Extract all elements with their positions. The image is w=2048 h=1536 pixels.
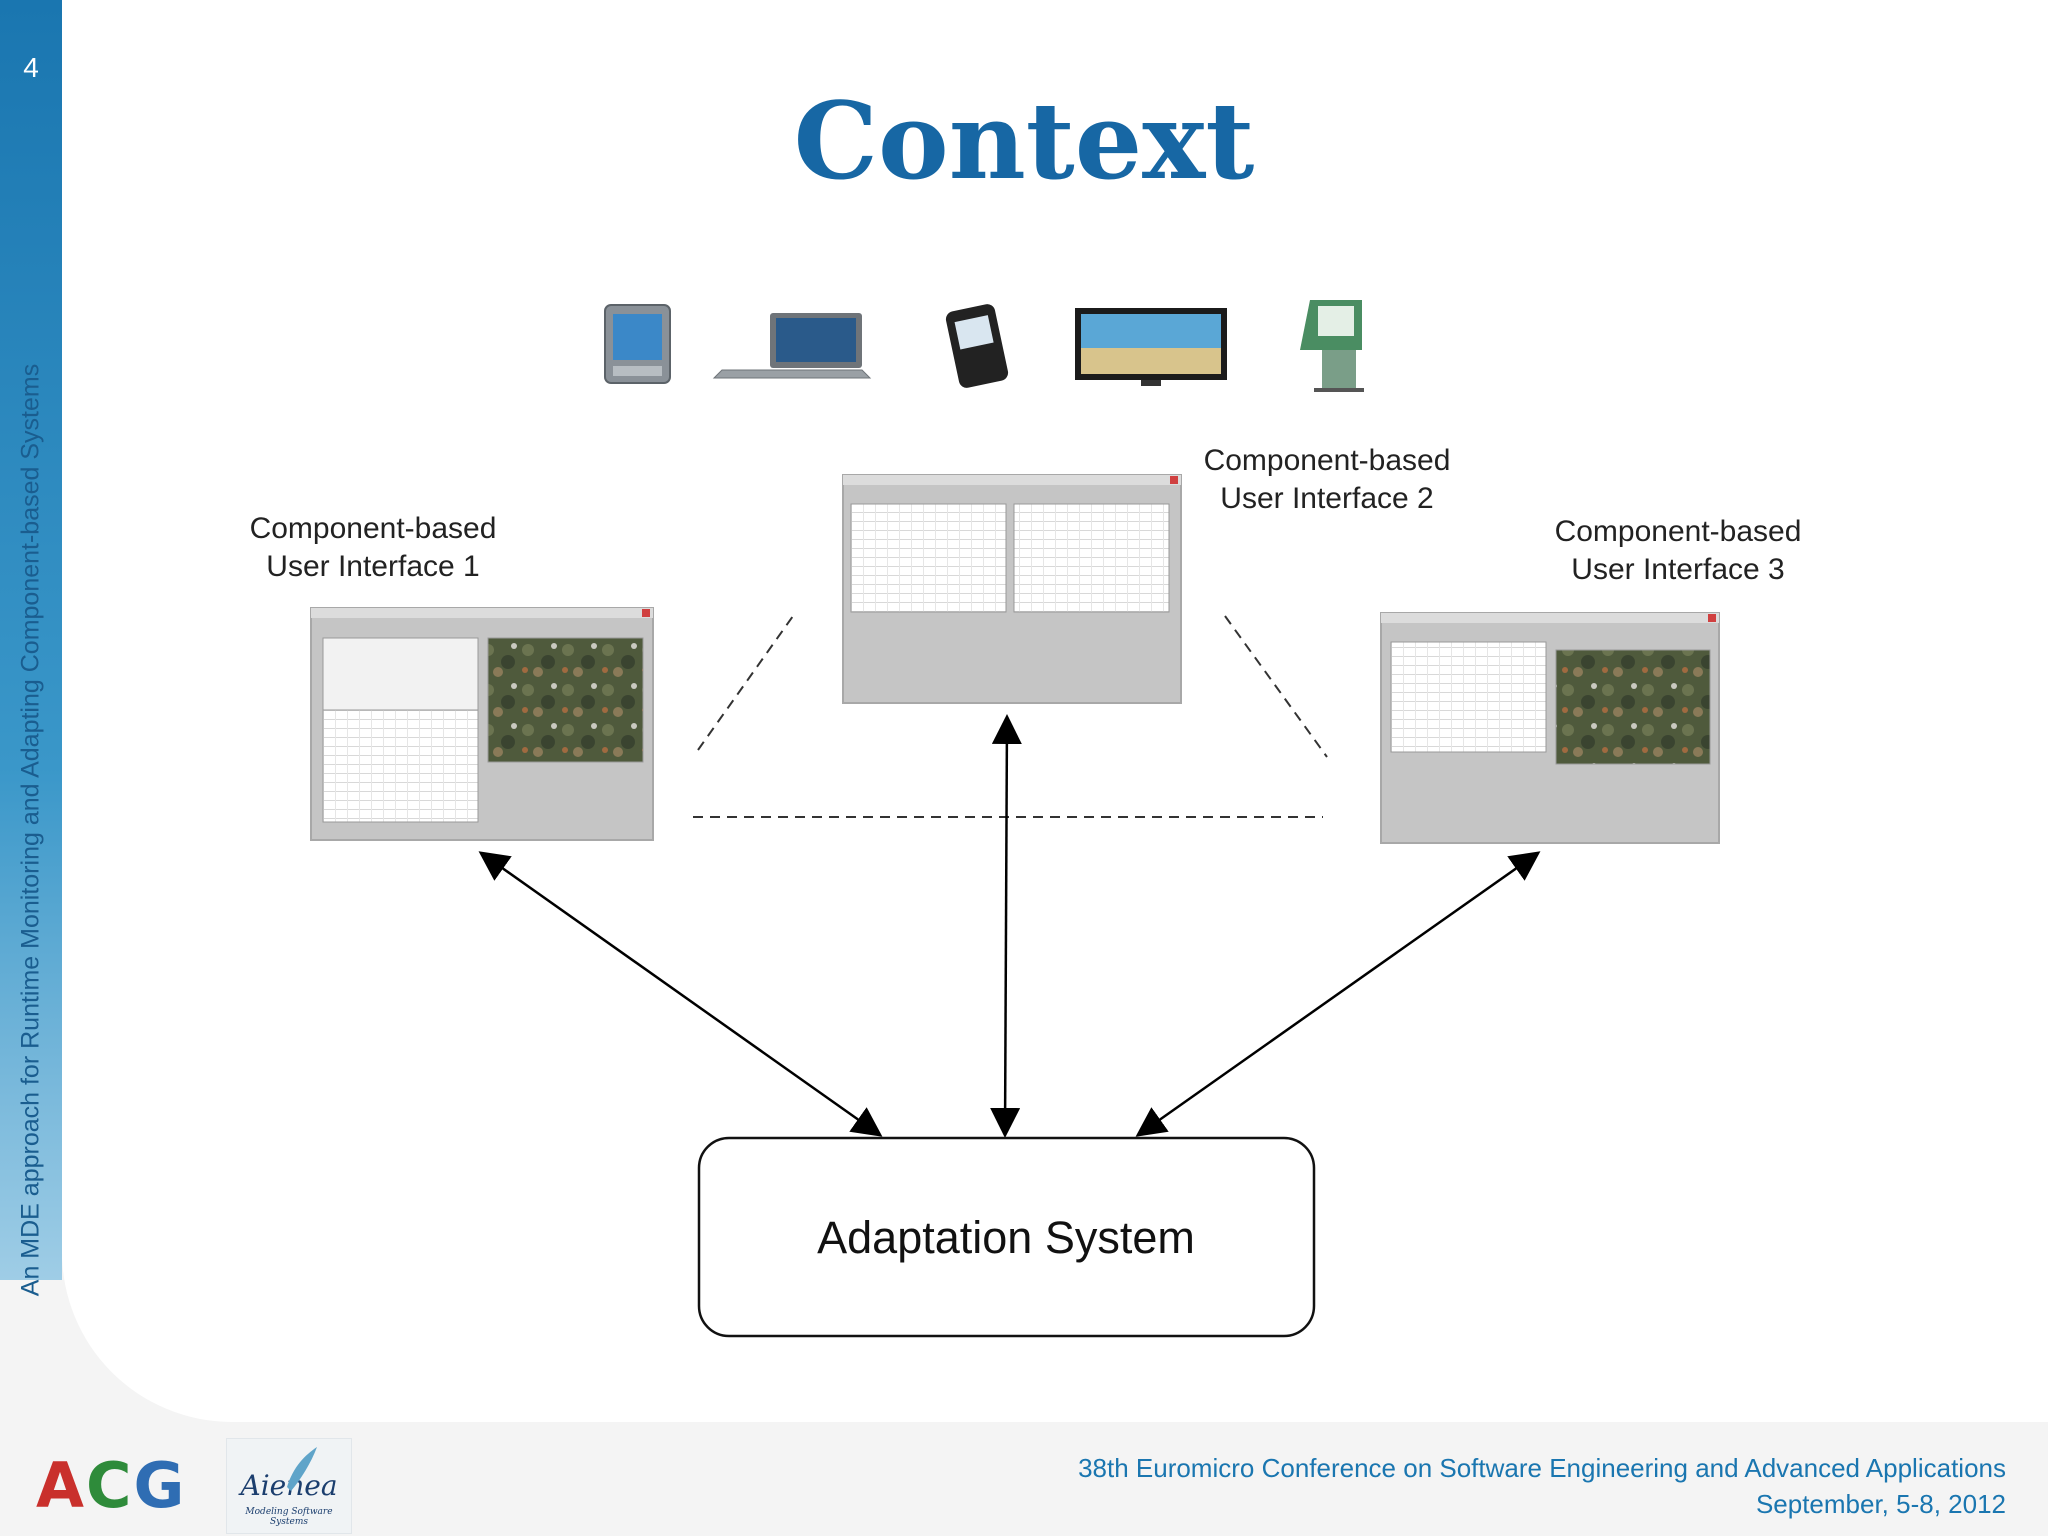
adaptation-system-box: [697, 1136, 1316, 1338]
ui3-label-line2: User Interface 3: [1571, 553, 1785, 586]
ui-window-3: [1380, 612, 1720, 844]
tv-screen-icon: [1075, 308, 1227, 386]
arrow-ui1-adaptation: [478, 851, 883, 1137]
acg-logo: ACG: [36, 1448, 187, 1522]
pda-icon: [604, 304, 671, 384]
aienea-logo: Aienea Modeling Software Systems: [226, 1438, 352, 1534]
ui3-label-line1: Component-based: [1554, 515, 1802, 548]
conference-name: 38th Euromicro Conference on Software En…: [1078, 1453, 2006, 1483]
page-number: 4: [23, 52, 39, 83]
dashed-line-right: [1224, 615, 1328, 758]
ui1-label: Component-based User Interface 1: [223, 510, 523, 586]
arrow-ui3-adaptation: [1135, 851, 1541, 1137]
laptop-icon: [712, 313, 872, 379]
ui2-label-line2: User Interface 2: [1220, 482, 1434, 515]
acg-logo-text: ACG: [36, 1448, 187, 1522]
sidebar-band: [0, 0, 62, 1280]
adaptation-system-label: Adaptation System: [817, 1212, 1195, 1263]
ui3-label: Component-based User Interface 3: [1528, 513, 1828, 589]
ui1-label-line1: Component-based: [249, 512, 497, 545]
mobile-phone-icon: [945, 304, 1009, 388]
dashed-line-left: [697, 615, 794, 751]
ui2-label-line1: Component-based: [1203, 444, 1451, 477]
arrow-ui2-adaptation: [990, 714, 1022, 1138]
ui-window-2: [842, 474, 1182, 704]
aienea-feather-icon: [287, 1447, 317, 1491]
kiosk-icon: [1300, 300, 1364, 392]
slide-title: Context: [793, 78, 1255, 203]
ui2-label: Component-based User Interface 2: [1177, 442, 1477, 518]
footer-text: 38th Euromicro Conference on Software En…: [1078, 1450, 2006, 1522]
ui1-label-line2: User Interface 1: [266, 550, 480, 583]
ui-window-1: [310, 607, 654, 841]
aienea-logo-subtitle: Modeling Software Systems: [245, 1507, 333, 1527]
conference-date: September, 5-8, 2012: [1755, 1489, 2006, 1519]
